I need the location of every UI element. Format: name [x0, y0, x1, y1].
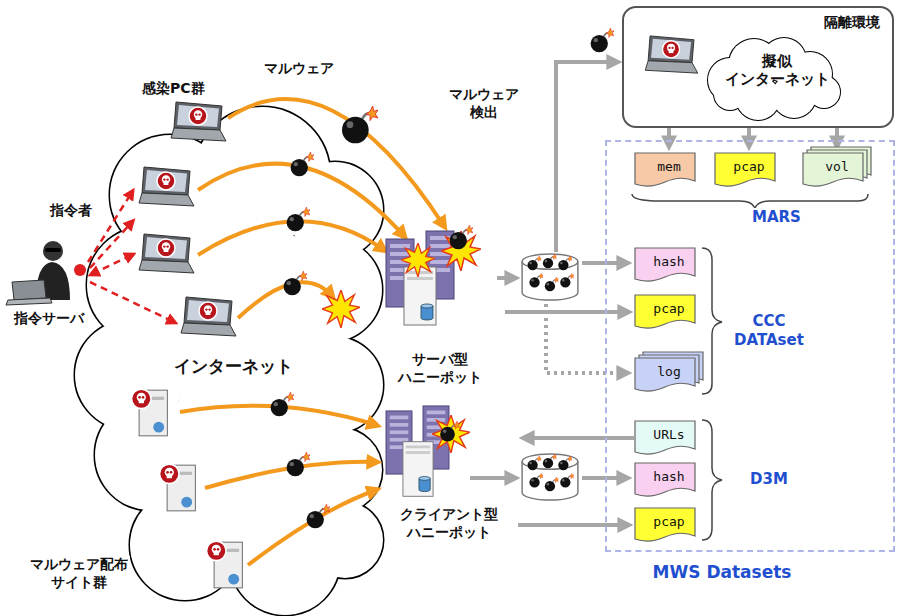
malware-bombs [271, 28, 614, 528]
dataset-braces [632, 194, 868, 540]
flow-arrow [525, 436, 634, 440]
illustration-part [632, 194, 868, 208]
figure-label: 感染PC群 [140, 80, 207, 98]
infected-pcs [139, 102, 236, 336]
illustration-part [582, 261, 626, 265]
node-text: pcap [634, 514, 704, 529]
illustration-part [160, 464, 196, 511]
illustration-part [702, 420, 722, 540]
figure-label: 指令サーバ [12, 310, 86, 328]
node-text: pcap [714, 159, 784, 174]
illustration-part [591, 28, 614, 52]
client-honeypot: クライアント型 ハニーポット [380, 405, 518, 545]
flow-arrow [667, 128, 671, 145]
illustration-part [307, 504, 330, 528]
node-text: 擬似 インターネット [722, 52, 832, 88]
dataset-document: pcap [634, 294, 704, 330]
illustration-part [284, 271, 307, 295]
node-text: サーバ型 ハニーポット [375, 351, 505, 386]
illustration-part [45, 248, 61, 252]
illustration-part [470, 476, 514, 480]
dataset-label: MARS [750, 208, 803, 227]
malware-arrows [180, 99, 444, 565]
dataset-document: vol [802, 152, 872, 188]
illustration-part [582, 476, 626, 480]
node-text: URLs [634, 427, 704, 442]
flow-arrow [747, 128, 751, 145]
node-text: vol [802, 159, 872, 174]
illustration-part [546, 304, 626, 373]
illustration-part [92, 255, 132, 274]
illustration-part [181, 297, 236, 336]
flow-arrows [470, 62, 626, 478]
illustration-part [271, 392, 294, 416]
illustration-part [171, 102, 226, 141]
illustration-part [287, 207, 310, 231]
dataset-document: hash [634, 462, 704, 498]
dataset-label: CCC DATAset [732, 312, 806, 350]
node-text: hash [634, 469, 704, 484]
illustration-part [291, 152, 314, 176]
illustration-part [6, 298, 52, 305]
flow-arrow [518, 523, 627, 527]
pseudo-internet-cloud: 擬似 インターネット [642, 30, 842, 122]
illustration-part [74, 264, 86, 276]
illustration-part [43, 241, 63, 261]
illustration-part [139, 234, 194, 273]
illustration-part [248, 490, 376, 565]
illustration-part [132, 389, 168, 436]
node-text: mem [634, 159, 704, 174]
figure-label: マルウェア [262, 60, 336, 78]
node-text: 隔離環境 [824, 14, 880, 32]
flow-arrow [505, 310, 627, 314]
figure-label: インターネット [172, 356, 295, 377]
illustration-part [90, 282, 174, 322]
illustration-part [90, 222, 132, 268]
dataset-document: pcap [714, 152, 784, 188]
figure-label: マルウェア 検出 [447, 86, 521, 121]
illustration-part [497, 276, 514, 280]
dataset-document: pcap [634, 507, 704, 543]
attacker-figure [6, 241, 86, 305]
dataset-document: hash [634, 247, 704, 283]
illustration-part [75, 107, 383, 615]
illustration-part [88, 192, 132, 262]
internet-cloud [75, 107, 383, 615]
illustration-part [522, 254, 578, 300]
illustration-part [139, 167, 194, 206]
flow-arrow [835, 128, 839, 145]
illustration-part [322, 290, 360, 328]
illustration-part [556, 62, 616, 252]
dataset-document: URLs [634, 420, 704, 456]
dataset-label: D3M [748, 470, 790, 489]
illustration-part [702, 248, 722, 394]
illustration-part [207, 541, 243, 588]
node-text: log [634, 364, 704, 379]
illustration-part [12, 280, 46, 300]
node-text: MWS Datasets [607, 562, 837, 582]
node-text: クライアント型 ハニーポット [380, 506, 518, 541]
figure-label: マルウェア配布 サイト群 [28, 556, 130, 591]
illustration-part [287, 452, 310, 476]
node-text: pcap [634, 301, 704, 316]
server-honeypot: サーバ型 ハニーポット [375, 225, 505, 390]
illustration-part [522, 454, 578, 500]
node-text: hash [634, 254, 704, 269]
illustration-part [75, 107, 383, 615]
figure-label: 指令者 [48, 202, 94, 220]
isolated-environment-box: 隔離環境擬似 インターネット [622, 6, 894, 128]
illustration-part [228, 99, 444, 226]
dataset-document: mem [634, 152, 704, 188]
distribution-servers [132, 389, 243, 588]
storage-cylinders [522, 254, 578, 500]
illustration-part [342, 106, 378, 143]
dataset-document: log [634, 357, 704, 393]
